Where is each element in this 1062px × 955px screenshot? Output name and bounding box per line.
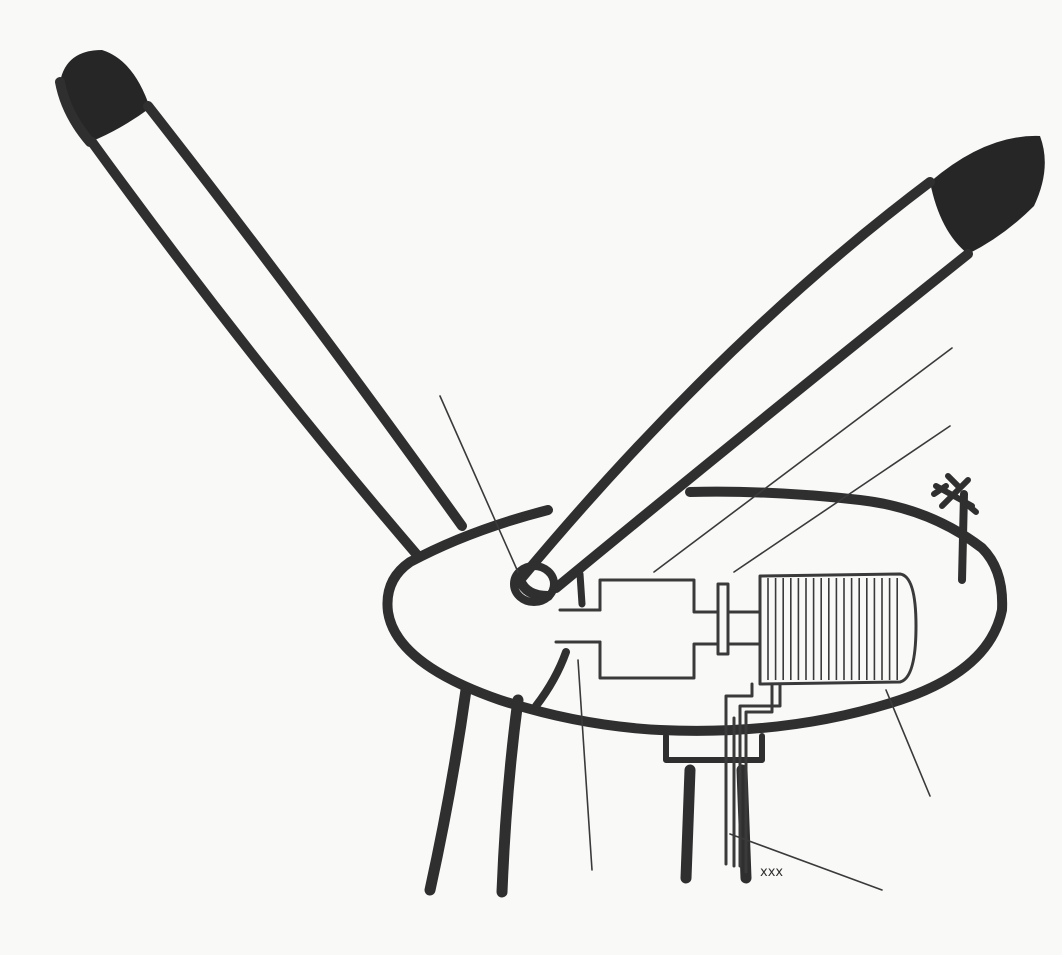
rotor-hub-ring xyxy=(510,562,558,606)
annotation-label: xxx xyxy=(760,865,783,880)
blade-right-outline xyxy=(515,177,973,601)
tower-leg-outer-left xyxy=(424,684,472,896)
leader-line-hub xyxy=(439,395,519,573)
brake xyxy=(716,582,762,656)
nacelle-hull xyxy=(382,486,1008,736)
leader-line-tower xyxy=(729,833,883,891)
tower-leg-inner-right xyxy=(680,764,696,884)
leader-line-shaft xyxy=(577,659,593,871)
wind-vane-head xyxy=(931,473,979,515)
rotor-hub xyxy=(510,562,586,608)
leader-line-generator xyxy=(885,689,931,797)
hub-stub xyxy=(576,570,586,608)
controller-cabling xyxy=(724,682,782,874)
wind-vane xyxy=(931,473,979,584)
generator-housing xyxy=(758,572,918,686)
blade-left xyxy=(55,50,467,561)
generator xyxy=(758,572,918,686)
drive-train xyxy=(554,572,918,874)
leader-line-brake xyxy=(733,425,951,573)
leader-lines xyxy=(439,347,953,891)
blade-tip-left xyxy=(60,50,150,142)
nacelle-body xyxy=(382,486,1008,736)
wind-vane-mast xyxy=(958,490,968,584)
blade-tip-right xyxy=(930,135,1045,254)
yaw-mount xyxy=(663,733,765,763)
gearbox xyxy=(598,578,720,680)
leader-line-gearbox xyxy=(653,347,953,573)
blade-left-outline xyxy=(55,77,467,561)
main-shaft xyxy=(554,608,602,644)
tower-leg-inner-left xyxy=(496,694,524,898)
nacelle-chin xyxy=(532,648,570,710)
generator-windings xyxy=(767,578,899,680)
